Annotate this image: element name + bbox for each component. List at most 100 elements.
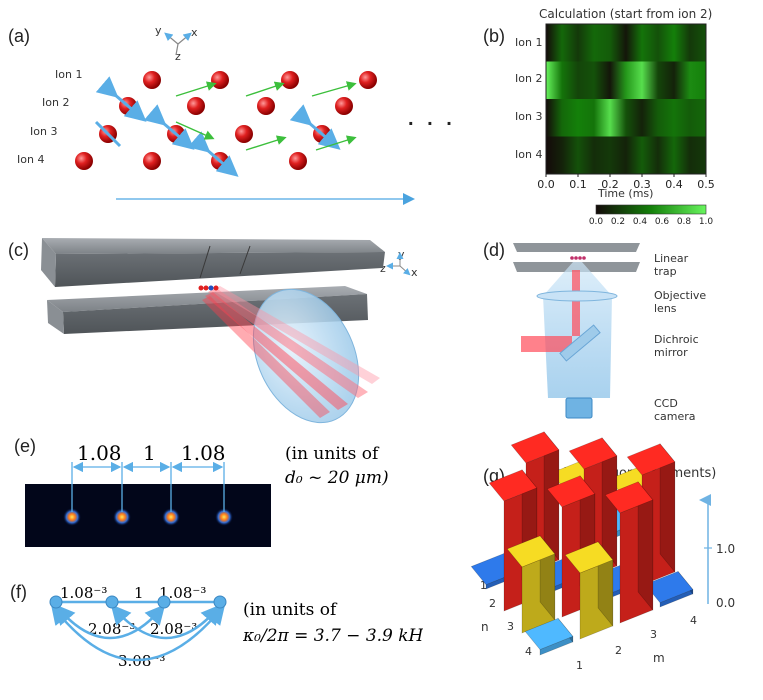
ion-sphere [359, 71, 377, 89]
units-e-line2: d₀ ~ 20 μm) [285, 468, 389, 488]
bar3d-mtick-4: 4 [690, 614, 697, 627]
heatmap-row-label-4: Ion 4 [515, 148, 543, 161]
bar3d-bar-top [564, 541, 614, 574]
coupling-label-12: 1.08⁻³ [60, 584, 108, 602]
bar3d-ntick-4: 4 [525, 645, 532, 658]
hopping-arrow [245, 135, 287, 151]
ion-sphere [281, 71, 299, 89]
ccd-camera [565, 397, 593, 419]
panel-label-c: (c) [8, 240, 29, 260]
red-laser-d [521, 270, 580, 352]
hopping-arrow [175, 81, 217, 97]
axis-label-z-a: z [175, 50, 181, 63]
axis-label-y-a: y [155, 24, 162, 37]
heatmap-row [546, 99, 706, 137]
ion-sphere [143, 71, 161, 89]
bar3d-m-label: m [653, 651, 665, 665]
spin-arrow [95, 76, 147, 122]
spacing-indicators [71, 461, 225, 512]
ion-sphere [235, 125, 253, 143]
bar3d-ntick-3: 3 [507, 620, 514, 633]
spacing-label-3: 1.08 [181, 441, 226, 465]
bar3d-ntick-1: 1 [480, 579, 487, 592]
bar3d-bar-top [510, 431, 560, 464]
bar3d-ztick-1: 1.0 [716, 542, 736, 556]
heatmap-row-label-2: Ion 2 [515, 72, 543, 85]
ion-sphere [143, 152, 161, 170]
hopping-arrow [175, 121, 215, 140]
objective-lens-d [536, 290, 618, 302]
label-objective-lens: Objective lens [654, 289, 707, 315]
heatmap-xtick: 0.4 [665, 178, 683, 191]
ion-label-3: Ion 3 [30, 125, 58, 138]
axis-label-x-a: x [191, 26, 198, 39]
hopping-arrow [315, 135, 357, 151]
coupling-graph [50, 600, 226, 662]
heatmap-xtick: 0.1 [569, 178, 587, 191]
bar3d-bar-top [546, 475, 596, 508]
colorbar [595, 204, 707, 215]
spacing-label-1: 1.08 [77, 441, 122, 465]
trap-plate-upper [513, 243, 640, 252]
panel-label-b: (b) [483, 26, 505, 46]
bar3d-bar-top [488, 469, 538, 502]
bar3d-bar-top [524, 617, 574, 650]
ellipsis: . . . [408, 108, 456, 130]
coupling-label-34: 1.08⁻³ [159, 584, 207, 602]
heatmap-xtick: 0.3 [633, 178, 651, 191]
colorbar-tick: 0.2 [611, 217, 625, 227]
dichroic-mirror [559, 324, 601, 362]
ion-sphere [75, 152, 93, 170]
colorbar-tick: 1.0 [699, 217, 714, 227]
ion-label-1: Ion 1 [55, 68, 83, 81]
panel-label-a: (a) [8, 26, 30, 46]
units-f-line2: κ₀/2π = 3.7 − 3.9 kH [243, 626, 423, 646]
label-ccd-camera: CCD camera [654, 397, 696, 423]
bar3d-n-label: n [481, 620, 489, 634]
ion-fluorescence-spots [63, 508, 233, 526]
axis-triad-a [164, 32, 192, 56]
heatmap-row-label-1: Ion 1 [515, 36, 543, 49]
spin-arrow [289, 104, 341, 150]
trapped-ions-c [198, 285, 219, 291]
colorbar-tick: 0.6 [655, 217, 670, 227]
axis-label-z-c: z [380, 262, 386, 275]
laser-beams-c [202, 286, 380, 418]
bar3d-mtick-1: 1 [576, 659, 583, 672]
heatmap-row-label-3: Ion 3 [515, 110, 543, 123]
hopping-arrow [245, 81, 285, 97]
colorbar-tick: 0.0 [589, 217, 604, 227]
bar3d-bar-top [626, 443, 676, 476]
spin-arrow [187, 131, 239, 177]
bar3d-bar-top [604, 481, 654, 514]
ion-chain-grid [75, 71, 377, 177]
bar3d-ztick-0: 0.0 [716, 596, 736, 610]
colorbar-tick: 0.8 [677, 217, 692, 227]
spacing-label-2: 1 [143, 441, 156, 465]
heatmap-title: Calculation (start from ion 2) [539, 7, 713, 21]
coupling-label-23: 1 [134, 584, 144, 602]
bar3d-mtick-2: 2 [615, 644, 622, 657]
bar3d-ntick-2: 2 [489, 597, 496, 610]
spin-arrow [143, 104, 195, 150]
bar3d-mtick-3: 3 [650, 628, 657, 641]
heatmap-xlabel: Time (ms) [598, 187, 654, 200]
units-e-line1: (in units of [285, 444, 379, 464]
ion-label-2: Ion 2 [42, 96, 70, 109]
heatmap-xtick: 0.5 [697, 178, 715, 191]
trap-electrode-top [41, 238, 385, 287]
label-linear-trap: Linear trap [654, 252, 689, 278]
colorbar-tick: 0.4 [633, 217, 648, 227]
axis-triad-c [386, 252, 411, 276]
coupling-graph-nodes [49, 595, 227, 609]
label-dichroic-mirror: Dichroic mirror [654, 333, 699, 359]
units-f-line1: (in units of [243, 600, 337, 620]
hopping-arrow [311, 81, 357, 97]
